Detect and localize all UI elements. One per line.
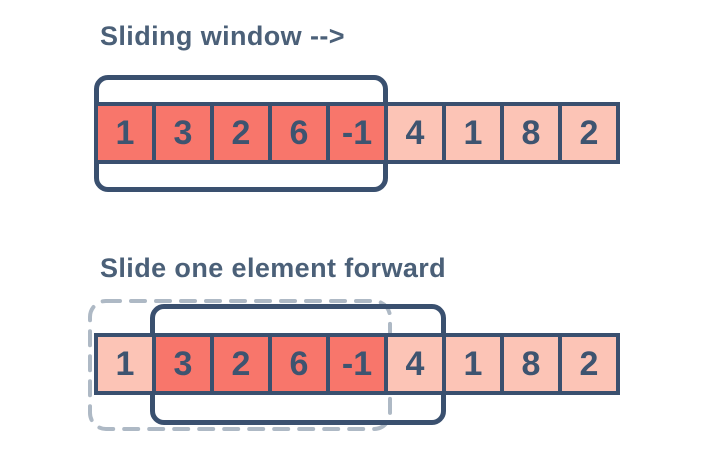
array-cell: 1 (94, 102, 156, 164)
array-cell: 6 (268, 333, 330, 395)
array-cell: 8 (500, 333, 562, 395)
array-row-1: 1 3 2 6 -1 4 1 8 2 (94, 102, 620, 164)
section-2-title: Slide one element forward (100, 253, 447, 283)
array-cell: -1 (326, 102, 388, 164)
array-cell: 8 (500, 102, 562, 164)
array-cell: 2 (558, 102, 620, 164)
array-cell: 3 (152, 102, 214, 164)
array-cell: 4 (384, 102, 446, 164)
array-cell: 2 (558, 333, 620, 395)
array-cell: 2 (210, 102, 272, 164)
array-cell: 1 (442, 102, 504, 164)
array-cell: 1 (442, 333, 504, 395)
array-cell: 4 (384, 333, 446, 395)
array-cell: 2 (210, 333, 272, 395)
section-1-title: Sliding window --> (100, 21, 345, 51)
array-cell: 6 (268, 102, 330, 164)
array-cell: 3 (152, 333, 214, 395)
array-cell: -1 (326, 333, 388, 395)
array-cell: 1 (94, 333, 156, 395)
array-row-2: 1 3 2 6 -1 4 1 8 2 (94, 333, 620, 395)
